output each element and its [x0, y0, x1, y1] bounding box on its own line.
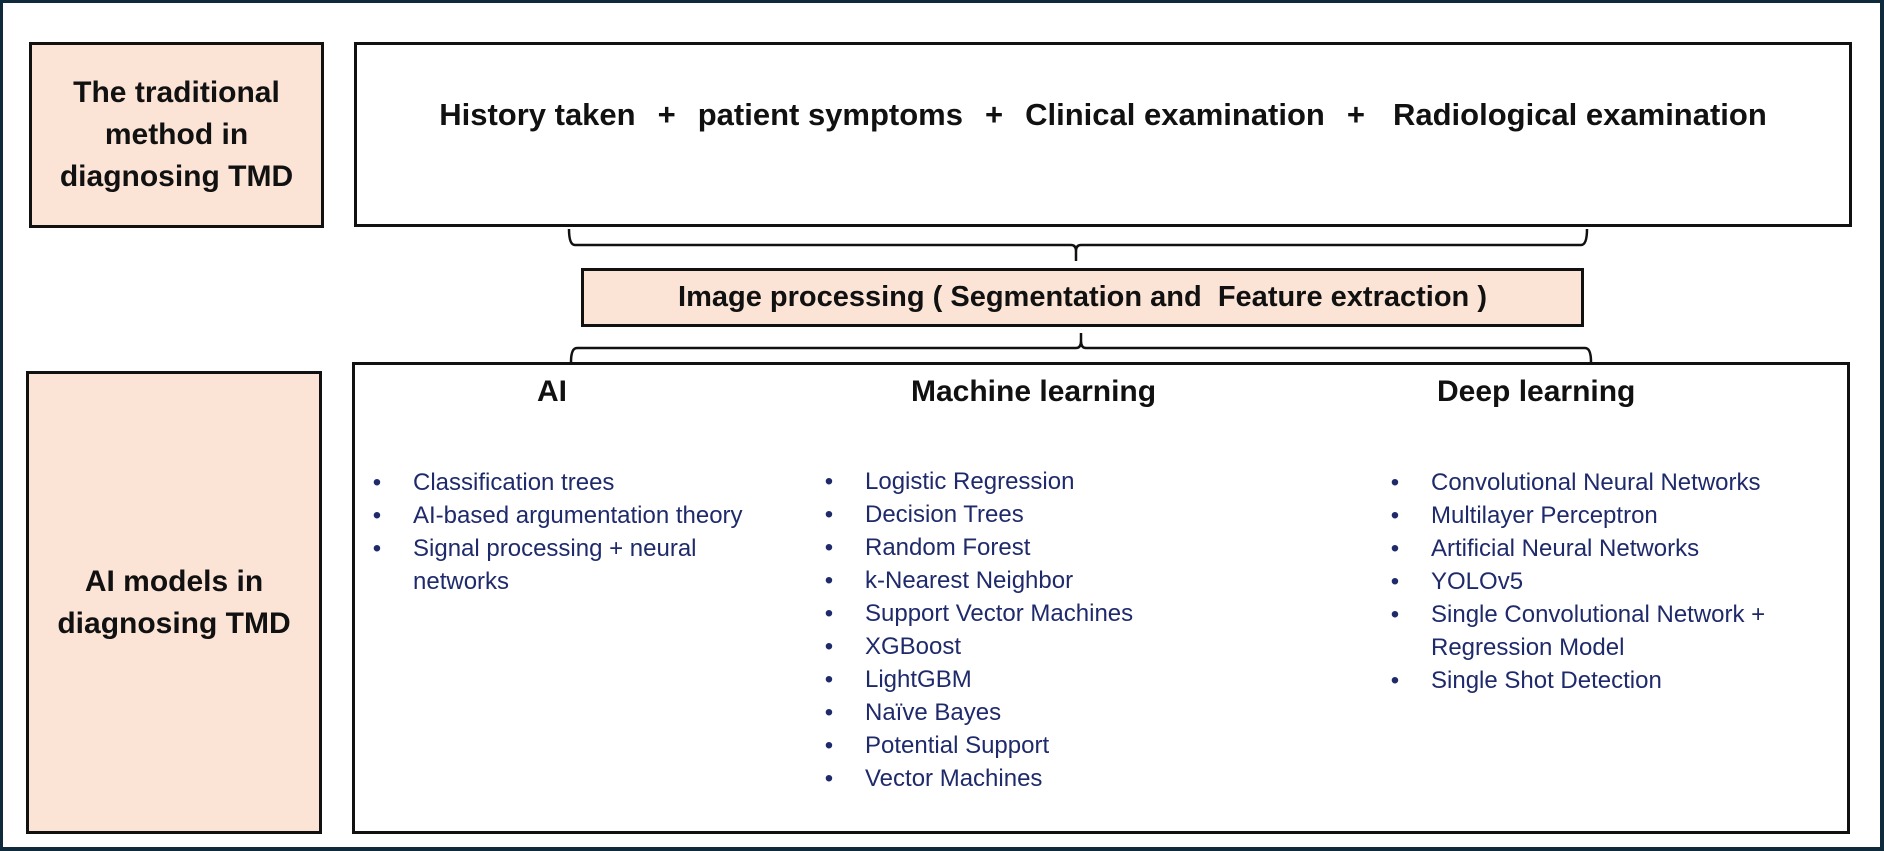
component-symptoms: patient symptoms: [697, 97, 963, 132]
bullet-icon: •: [372, 502, 382, 529]
list-item-text: Vector Machines: [865, 765, 1043, 792]
list-item: • Random Forest: [819, 531, 1239, 564]
list-item-text: Naïve Bayes: [865, 699, 1002, 726]
list-item-text: Logistic Regression: [865, 468, 1075, 495]
list-item: • Single Convolutional Network + Regressi…: [1385, 598, 1805, 664]
component-clinical-exam: Clinical examination: [1025, 97, 1325, 132]
list-item-text: LightGBM: [865, 666, 972, 693]
list-item-text: Single Convolutional Network + Regressio…: [1431, 601, 1766, 661]
list-item-text: XGBoost: [865, 633, 962, 660]
bracket-top: [567, 228, 1589, 261]
bullet-icon: •: [824, 633, 834, 660]
list-item: • Logistic Regression: [819, 465, 1239, 498]
list-item: • Convolutional Neural Networks: [1385, 466, 1825, 499]
image-processing-label: Image processing ( Segmentation and Feat…: [678, 281, 1487, 313]
traditional-method-label: The traditional method in diagnosing TMD: [29, 42, 324, 228]
bullet-icon: •: [1390, 568, 1400, 595]
list-item: • k-Nearest Neighbor: [819, 564, 1239, 597]
column-title-ai: AI: [537, 375, 567, 408]
bullet-icon: •: [1390, 535, 1400, 562]
bullet-icon: •: [824, 501, 834, 528]
ai-models-box: AI • Classification trees • AI-based argum…: [352, 362, 1850, 834]
bullet-icon: •: [372, 469, 382, 496]
list-item: • YOLOv5: [1385, 565, 1825, 598]
list-item-text: Support Vector Machines: [865, 600, 1134, 627]
list-item: • Classification trees: [367, 466, 807, 499]
list-item: • Potential Support: [819, 729, 1239, 762]
list-item-text: Random Forest: [865, 534, 1031, 561]
list-item: • AI-based argumentation theory: [367, 499, 807, 532]
list-deep-learning: • Convolutional Neural Networks • Multilay…: [1385, 466, 1825, 697]
bullet-icon: •: [1390, 469, 1400, 496]
traditional-components-box: History taken + patient symptoms + Clini…: [354, 42, 1852, 227]
list-ai: • Classification trees • AI-based argument…: [367, 466, 807, 598]
bullet-icon: •: [1390, 502, 1400, 529]
component-radiological-exam: Radiological examination: [1392, 97, 1767, 132]
list-item-text: Signal processing + neural networks: [413, 535, 697, 595]
list-item: • Naïve Bayes: [819, 696, 1239, 729]
list-item-text: Classification trees: [413, 469, 615, 496]
bullet-icon: •: [824, 600, 834, 627]
bullet-icon: •: [1390, 667, 1400, 694]
list-item: • Support Vector Machines: [819, 597, 1239, 630]
bullet-icon: •: [824, 534, 834, 561]
bullet-icon: •: [372, 535, 382, 562]
plus-operator: +: [985, 97, 1004, 132]
traditional-method-label-text: The traditional method in diagnosing TMD: [59, 76, 294, 193]
list-item-text: k-Nearest Neighbor: [865, 567, 1074, 594]
list-item: • Signal processing + neural networks: [367, 532, 717, 598]
bracket-bottom: [569, 333, 1593, 363]
bullet-icon: •: [1390, 601, 1400, 628]
list-item: • LightGBM: [819, 663, 1239, 696]
ai-models-label: AI models in diagnosing TMD: [26, 371, 322, 834]
list-item-text: Multilayer Perceptron: [1431, 502, 1658, 529]
bullet-icon: •: [824, 468, 834, 495]
list-item-text: Artificial Neural Networks: [1431, 535, 1700, 562]
list-item: • Artificial Neural Networks: [1385, 532, 1825, 565]
list-item-text: YOLOv5: [1431, 568, 1524, 595]
list-item: • Vector Machines: [819, 762, 1239, 795]
list-item-text: Convolutional Neural Networks: [1431, 469, 1761, 496]
bullet-icon: •: [824, 666, 834, 693]
column-title-deep-learning: Deep learning: [1437, 375, 1636, 408]
list-item-text: AI-based argumentation theory: [413, 502, 743, 529]
traditional-components: History taken + patient symptoms + Clini…: [357, 97, 1849, 133]
image-processing-box: Image processing ( Segmentation and Feat…: [581, 268, 1584, 327]
list-item: • Single Shot Detection: [1385, 664, 1825, 697]
bullet-icon: •: [824, 567, 834, 594]
plus-operator: +: [657, 97, 676, 132]
ai-models-label-text: AI models in diagnosing TMD: [57, 564, 291, 640]
bullet-icon: •: [824, 765, 834, 792]
list-item-text: Decision Trees: [865, 501, 1024, 528]
component-history: History taken: [439, 97, 636, 132]
list-item-text: Single Shot Detection: [1431, 667, 1662, 694]
list-machine-learning: • Logistic Regression • Decision Trees • Ra…: [819, 465, 1239, 795]
bullet-icon: •: [824, 699, 834, 726]
bullet-icon: •: [824, 732, 834, 759]
list-item: • Decision Trees: [819, 498, 1239, 531]
list-item: • Multilayer Perceptron: [1385, 499, 1825, 532]
column-title-machine-learning: Machine learning: [911, 375, 1157, 408]
list-item: • XGBoost: [819, 630, 1239, 663]
plus-operator: +: [1346, 97, 1365, 132]
list-item-text: Potential Support: [865, 732, 1050, 759]
